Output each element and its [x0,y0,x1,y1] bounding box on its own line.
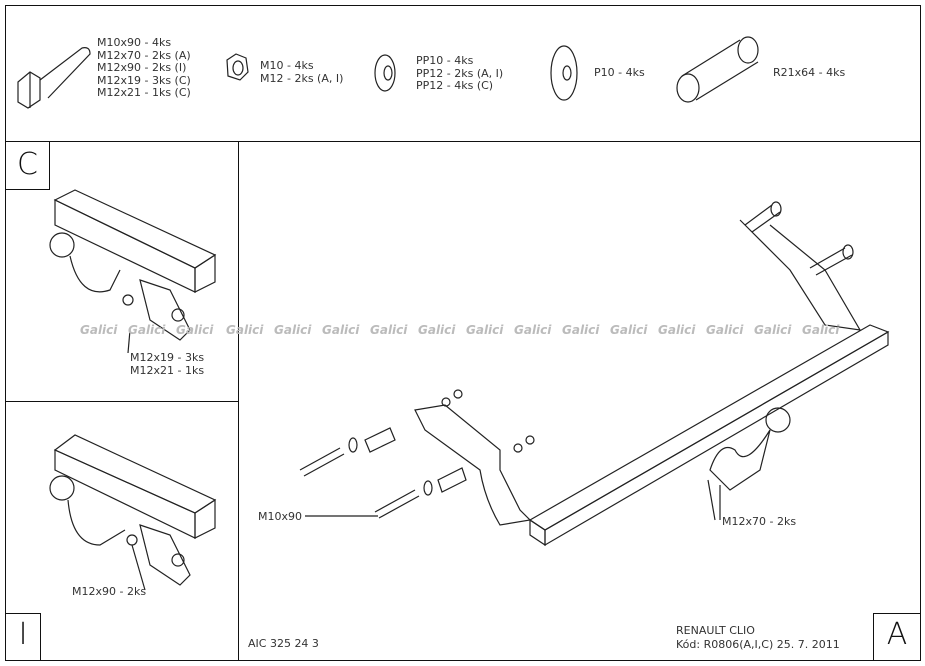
washer-spec: PP10 - 4ks [416,54,474,67]
panel-a-ball-label: M12x70 - 2ks [722,515,797,528]
watermark: Galici [370,323,408,337]
watermark: Galici [466,323,504,337]
watermark: Galici [514,323,552,337]
bolt-icon [17,47,91,109]
panel-a-letter: A [886,617,908,652]
washer-pp-icon [374,54,396,92]
watermark: Galici [322,323,360,337]
washer-spec: PP12 - 4ks (C) [416,79,494,92]
nut-icon [226,53,249,81]
drawing-frame [5,5,921,661]
washers-pp-list: PP10 - 4ks PP12 - 2ks (A, I) PP12 - 4ks … [416,54,504,93]
watermark: Galici [562,323,600,337]
bolt-spec: M12x70 - 2ks (A) [97,48,191,62]
spacer-spec: R21x64 - 4ks [773,66,846,79]
towbar-i-sketch [49,434,217,591]
parts-row-divider [5,141,921,143]
watermark: Galici [128,323,166,337]
nut-spec: M12 - 2ks (A, I) [260,71,344,85]
left-panel-divider [5,401,239,403]
watermark: Galici [80,323,118,337]
watermark: Galici [754,323,792,337]
vehicle-model: RENAULT CLIO [676,624,755,637]
washer-spec: PP12 - 2ks (A, I) [416,66,504,80]
panel-a-letter-box [873,613,921,661]
watermark: Galici [274,323,312,337]
bolt-spec: M10x90 - 4ks [97,36,172,49]
watermark: Galici [226,323,264,337]
nuts-list: M10 - 4ks M12 - 2ks (A, I) [260,59,344,85]
watermark: Galici [610,323,648,337]
panel-c-label: M12x21 - 1ks [130,363,205,377]
panel-c-letter-box [5,141,50,190]
kod-date: Kód: R0806(A,I,C) 25. 7. 2011 [676,638,840,651]
watermark: Galici [418,323,456,337]
towbar-a-sketch [299,201,890,547]
bolt-spec: M12x19 - 3ks (C) [97,73,191,87]
panel-i-label: M12x90 - 2ks [72,585,147,598]
watermark: Galici [176,323,214,337]
nut-spec: M10 - 4ks [260,59,314,72]
watermark: Galici [658,323,696,337]
spacer-tube-icon [676,36,759,103]
watermark: Galici [802,323,840,337]
bolt-spec: M12x90 - 2ks (I) [97,61,187,74]
panel-c-label: M12x19 - 3ks [130,351,205,364]
watermark: Galici [706,323,744,337]
drawing-code: AIC 325 24 3 [248,637,319,650]
panel-i-letter-box [5,613,41,661]
washer-p-spec: P10 - 4ks [594,66,645,79]
washer-p-icon [550,45,578,101]
panel-i-letter: I [18,617,28,652]
panel-c-labels: M12x19 - 3ks M12x21 - 1ks [130,351,205,377]
bolt-spec: M12x21 - 1ks (C) [97,86,191,99]
panel-c-letter: C [17,147,38,182]
panel-a-bolts-label: M10x90 [258,510,302,523]
towbar-c-sketch [49,189,217,354]
bolts-list: M10x90 - 4ks M12x70 - 2ks (A) M12x90 - 2… [97,36,191,100]
